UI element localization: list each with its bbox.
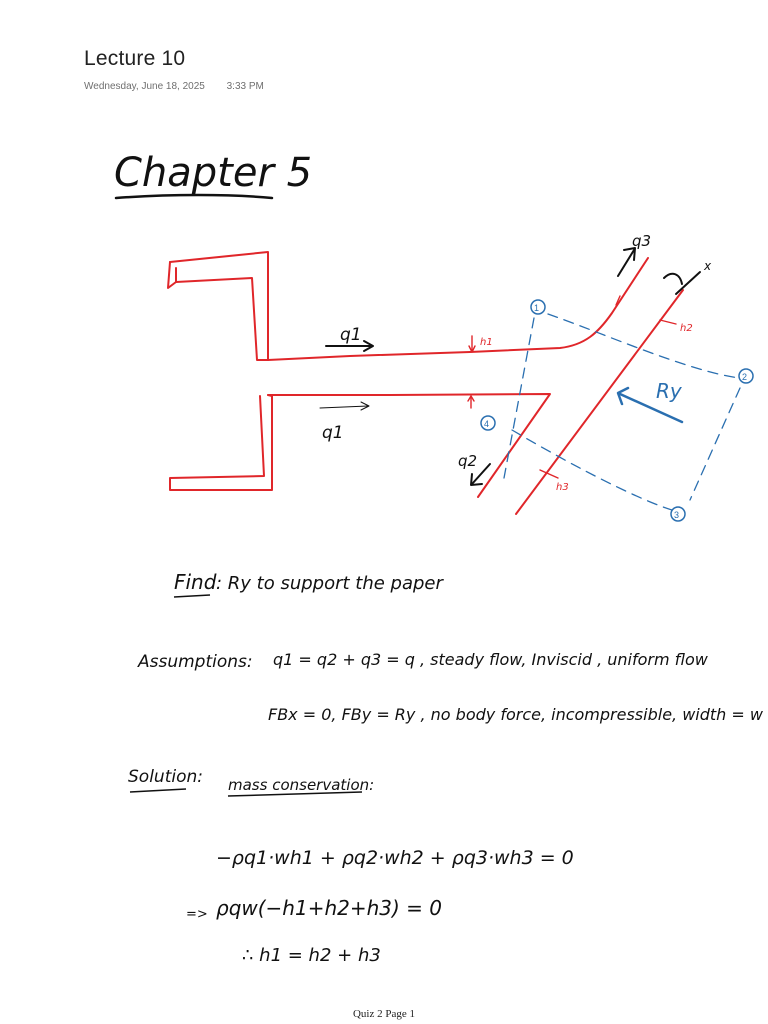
equation-2: ρqw(−h1+h2+h3) = 0	[216, 896, 442, 920]
nozzle-outline	[167, 251, 684, 515]
thickness-marks	[467, 295, 677, 479]
label-q1-top: q1	[340, 325, 362, 345]
station-4-marker	[480, 415, 496, 431]
find-text: : Ry to support the paper	[216, 573, 445, 594]
station-2-label: 2	[742, 372, 747, 382]
mass-underline	[227, 791, 363, 797]
label-h1: h1	[480, 337, 493, 348]
station-2-marker	[738, 368, 754, 384]
equation-1: −ρq1·wh1 + ρq2·wh2 + ρq3·wh3 = 0	[216, 847, 574, 869]
page-date: Wednesday, June 18, 2025	[84, 81, 205, 92]
label-h2: h2	[680, 323, 693, 334]
label-axis-x: x	[703, 259, 712, 273]
station-1-label: 1	[534, 303, 539, 313]
station-4-label: 4	[484, 419, 489, 429]
assumptions-label: Assumptions:	[137, 652, 253, 672]
solution-label: Solution:	[128, 767, 203, 787]
flow-arrows	[319, 247, 701, 486]
page-footer: Quiz 2 Page 1	[352, 1008, 415, 1020]
station-3-label: 3	[674, 510, 679, 520]
label-h3: h3	[556, 482, 569, 493]
find-label: Find	[174, 570, 217, 594]
heading-underline	[114, 193, 274, 200]
control-volume	[503, 313, 741, 511]
solution-underline	[129, 788, 187, 793]
flow-diagram: h1 h2 h3 q1 q1 q3 q2 x	[167, 232, 754, 522]
assumptions-line-2: FBx = 0, FBy = Ry , no body force, incom…	[268, 705, 764, 724]
reaction-force-arrow	[616, 386, 684, 424]
label-q3: q3	[632, 232, 651, 250]
page-title: Lecture 10	[84, 47, 186, 70]
implies-arrow: =>	[186, 907, 208, 922]
station-1-marker	[530, 299, 546, 315]
label-ry: Ry	[656, 379, 683, 403]
equation-3: ∴ h1 = h2 + h3	[242, 945, 381, 966]
chapter-heading: Chapter 5	[114, 150, 312, 196]
label-q1-bottom: q1	[322, 423, 344, 443]
label-q2: q2	[458, 452, 477, 470]
station-3-marker	[670, 506, 686, 522]
assumptions-line-1: q1 = q2 + q3 = q , steady flow, Inviscid…	[273, 650, 709, 669]
page-timestamp: Wednesday, June 18, 2025 3:33 PM	[84, 81, 264, 92]
mass-conservation-label: mass conservation:	[228, 776, 374, 794]
page-time: 3:33 PM	[226, 81, 264, 92]
find-underline	[173, 594, 211, 598]
